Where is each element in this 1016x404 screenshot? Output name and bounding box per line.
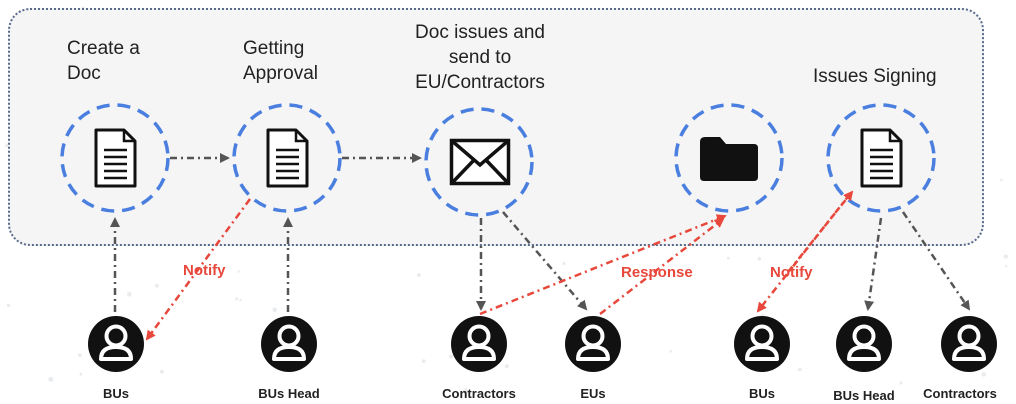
step-circle-archive (674, 103, 784, 213)
step-circle-send (424, 107, 534, 217)
notify-label: Notify (770, 264, 813, 281)
actor-label-bus: BUs (102, 386, 129, 401)
notify-arrow-signing-to-bus (756, 193, 851, 313)
background-dot (79, 372, 83, 376)
flow-arrow-signing-to-contractors (901, 211, 971, 311)
document-icon (94, 128, 137, 188)
step-label-create: Create a Doc (67, 38, 140, 84)
background-dot (160, 369, 164, 374)
actor-label-contractors: Contractors (442, 386, 516, 401)
background-dot (272, 307, 278, 313)
background-dot (154, 283, 159, 288)
background-dot (6, 303, 11, 308)
user-icon (88, 316, 144, 372)
background-dot (727, 256, 730, 260)
document-icon (266, 128, 309, 188)
user-icon (565, 316, 621, 372)
user-icon (451, 316, 507, 372)
background-dot (235, 297, 239, 301)
background-dot (127, 292, 132, 297)
actor-label-bus-head: BUs Head (833, 388, 895, 403)
step-label-approval: Getting Approval (243, 38, 318, 84)
notify-arrow-approval-to-bus (145, 198, 252, 341)
document-icon (860, 128, 903, 188)
background-dot (798, 367, 802, 372)
background-dot (669, 350, 673, 353)
background-dot (1000, 178, 1003, 182)
actor-label-bus: BUs (748, 386, 775, 401)
background-dot (757, 256, 762, 261)
background-dot (416, 273, 421, 278)
envelope-icon (449, 138, 511, 186)
folder-icon (700, 137, 758, 181)
background-dot (504, 364, 509, 369)
background-dot (1003, 254, 1008, 259)
background-dot (899, 381, 903, 385)
user-icon (941, 316, 997, 372)
step-label-signing: Issues Signing (813, 66, 937, 87)
background-dot (562, 261, 566, 266)
background-dot (449, 354, 454, 359)
background-dot (237, 270, 240, 273)
flow-arrow-signing-to-bushead (864, 217, 883, 311)
background-dot (48, 376, 54, 382)
notify-label: Notify (183, 262, 226, 279)
step-circle-approval (232, 103, 342, 213)
user-icon (734, 316, 790, 372)
flow-arrow-send-to-eus (502, 211, 588, 311)
process-panel (8, 8, 984, 246)
background-dot (421, 359, 426, 364)
background-dot (77, 353, 82, 357)
background-dot (1005, 265, 1008, 268)
actor-label-contractors: Contractors (923, 386, 997, 401)
step-circle-create (60, 103, 170, 213)
response-label: Response (621, 264, 693, 281)
step-circle-signing (826, 103, 936, 213)
notify-arrow-bus-to-signing (787, 190, 854, 273)
step-label-send: Doc issues and send to EU/Contractors (415, 22, 545, 93)
response-arrow-contractors-to-archive (479, 214, 727, 316)
background-dot (981, 372, 987, 377)
user-icon (261, 316, 317, 372)
user-icon (836, 316, 892, 372)
actor-label-bus-head: BUs Head (258, 386, 320, 401)
actor-label-eus: EUs (580, 386, 606, 401)
background-dot (239, 299, 242, 302)
background-dot (463, 388, 469, 394)
